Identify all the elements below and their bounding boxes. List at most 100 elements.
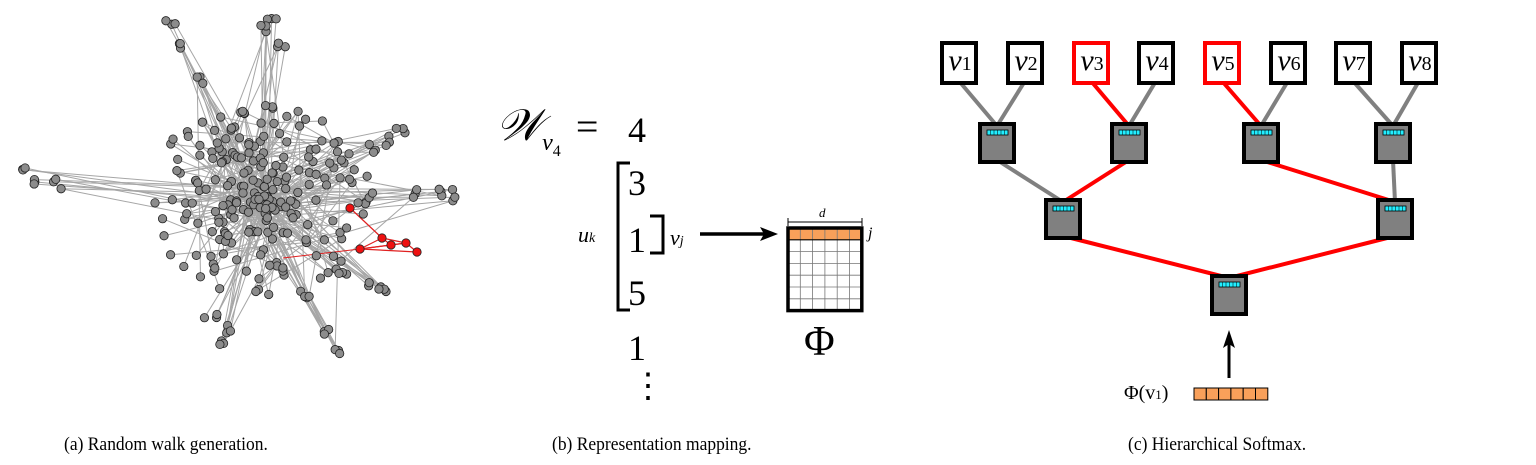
graph-node [311, 144, 321, 154]
graph-node [256, 250, 266, 260]
caption-b: (b) Representation mapping. [552, 434, 752, 455]
graph-edge [226, 197, 252, 333]
graph-node [183, 131, 193, 141]
graph-node [311, 251, 321, 261]
graph-edge [286, 115, 335, 144]
graph-node [364, 278, 374, 288]
path-edge [1061, 158, 1131, 204]
graph-node [208, 153, 218, 164]
path-edge [1220, 79, 1263, 128]
graph-node [267, 168, 277, 178]
graph-node [199, 313, 210, 323]
graph-node [150, 198, 160, 208]
walk-item-2: 1 [628, 220, 646, 260]
graph-node [272, 176, 282, 187]
graph-node [212, 309, 222, 320]
graph-node [236, 153, 246, 163]
graph-node [381, 140, 391, 151]
graph-node [223, 230, 233, 241]
graph-node [179, 261, 189, 272]
graph-node [315, 273, 326, 283]
graph-node [261, 204, 271, 214]
graph-node [161, 16, 171, 26]
walk-node [345, 203, 355, 213]
graph-edge [282, 267, 339, 351]
graph-node [364, 139, 374, 149]
panel-random-walk: (a) Random walk generation. [0, 0, 460, 465]
graph-node [304, 291, 314, 301]
graph-node [329, 138, 339, 148]
leaf-node-v3 [1072, 41, 1110, 85]
softmax-tree [940, 41, 1438, 401]
graph-node [335, 348, 345, 359]
input-arrow-head [1223, 330, 1235, 348]
graph-node [214, 217, 224, 227]
graph-node [332, 147, 343, 157]
matrix-symbol: Φ [804, 319, 835, 365]
graph-node [328, 216, 338, 226]
graph-node [336, 256, 346, 266]
graph-edge [34, 181, 261, 204]
tree-edge [1127, 79, 1158, 128]
graph-node [447, 184, 458, 195]
leaf-label: v2 [1014, 44, 1038, 77]
leaf-label: v8 [1408, 44, 1432, 77]
graph-node [282, 137, 292, 147]
graph-node [195, 150, 205, 160]
graph-node [262, 174, 272, 184]
random-walk-graph [18, 14, 460, 359]
caption-a: (a) Random walk generation. [64, 434, 268, 455]
graph-edge [183, 111, 244, 267]
caption-c: (c) Hierarchical Softmax. [1128, 434, 1307, 455]
graph-node [273, 38, 284, 48]
graph-node [20, 163, 30, 173]
graph-node [172, 166, 182, 176]
graph-node [234, 133, 245, 143]
graph-edge [258, 238, 342, 290]
graph-node [304, 179, 314, 190]
leaf-label: v3 [1080, 44, 1104, 77]
graph-edge [61, 188, 255, 194]
graph-node [229, 213, 239, 223]
graph-node [243, 207, 254, 217]
graph-node [191, 250, 201, 260]
graph-node [349, 165, 359, 175]
graph-node [218, 201, 228, 211]
graph-node [238, 188, 248, 198]
matrix-row-label: j [868, 225, 873, 242]
graph-node [374, 284, 384, 294]
graph-node [207, 227, 217, 237]
graph-node [281, 184, 291, 194]
graph-node [193, 218, 203, 228]
walk-item-0: 4 [628, 110, 646, 150]
softmax-classifier-node [1210, 274, 1248, 316]
graph-node [279, 152, 289, 162]
leaf-node-v8 [1400, 41, 1438, 85]
tree-edge [1391, 159, 1397, 203]
graph-node [244, 140, 254, 150]
graph-node [244, 148, 254, 158]
window-label: uk [578, 222, 596, 247]
graph-node [268, 185, 278, 195]
graph-node [264, 289, 274, 300]
path-edge [1062, 234, 1230, 280]
graph-edge [174, 23, 273, 194]
graph-edge [221, 213, 247, 342]
graph-edge [205, 31, 267, 190]
graph-edge [297, 111, 306, 297]
walk-node [377, 233, 387, 243]
graph-node [282, 228, 293, 238]
graph-node [182, 209, 192, 219]
leaf-label: v1 [948, 44, 972, 77]
graph-edge [272, 200, 453, 218]
graph-node [248, 175, 258, 185]
graph-node [258, 158, 268, 168]
center-bracket [650, 214, 665, 255]
softmax-classifier-node [1110, 122, 1148, 164]
leaf-label: v6 [1277, 44, 1301, 77]
input-embedding-vector [1193, 387, 1269, 401]
softmax-classifier-node [1376, 198, 1414, 240]
leaf-node-v2 [1006, 41, 1044, 85]
graph-node [193, 178, 203, 188]
